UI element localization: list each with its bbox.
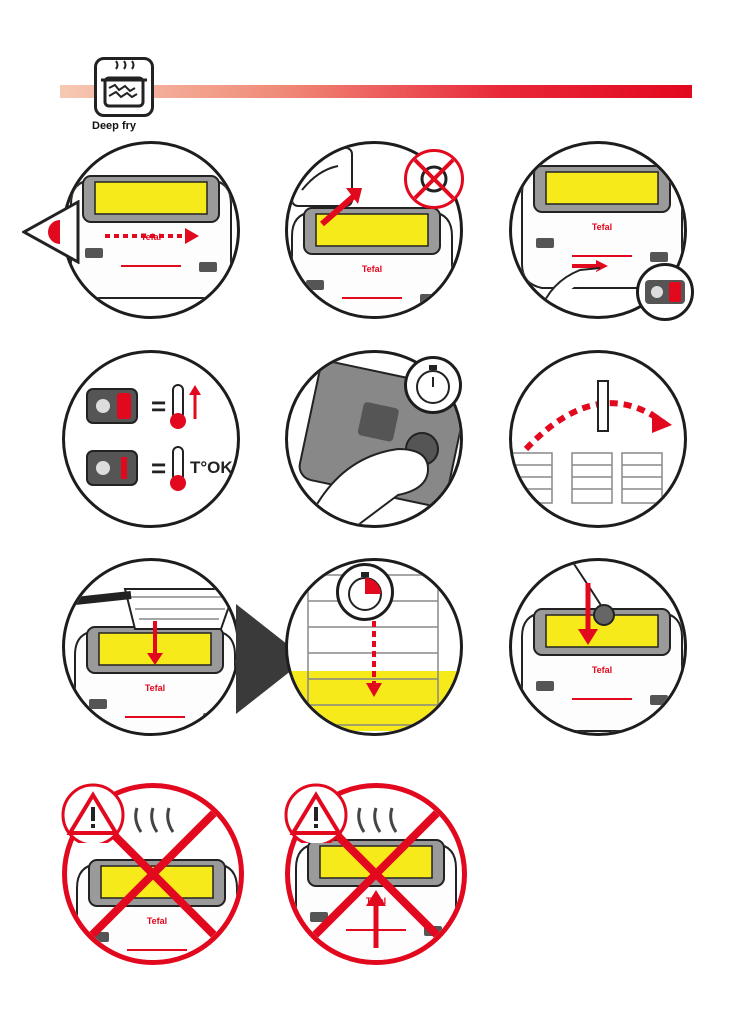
step-7-lower-basket — [62, 558, 240, 736]
deep-fry-mode-icon — [94, 57, 154, 117]
timer-running-icon — [336, 563, 394, 621]
switch-on-icon — [636, 263, 694, 321]
step-4-heating-indicator: = = — [62, 350, 240, 528]
svg-text:=: = — [151, 453, 166, 483]
header-gradient-bar — [60, 85, 692, 98]
no-cord-icon — [404, 149, 464, 209]
temperature-ok-label: T°OK — [190, 458, 233, 478]
svg-text:=: = — [151, 391, 166, 421]
warning-triangle-icon — [58, 783, 128, 843]
mode-label: Deep fry — [92, 120, 162, 132]
timer-icon — [404, 356, 462, 414]
warning-triangle-icon-2 — [281, 783, 351, 843]
step-6-attach-handle — [509, 350, 687, 528]
eye-icon — [22, 200, 80, 264]
step-1-check-oil-level — [62, 141, 240, 319]
step-9-close-lid — [509, 558, 687, 736]
